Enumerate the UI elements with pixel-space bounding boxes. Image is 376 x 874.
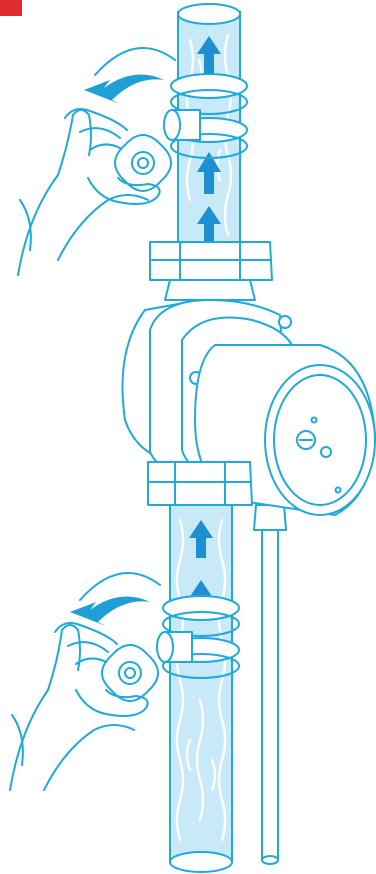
hand-icon [18, 109, 160, 275]
lower-pipe [170, 505, 232, 872]
lower-union-nut [148, 462, 252, 505]
curved-arrow-icon [84, 48, 175, 104]
curved-arrow-icon [70, 573, 160, 626]
upper-union-nut [150, 242, 272, 300]
power-cable [254, 505, 286, 864]
